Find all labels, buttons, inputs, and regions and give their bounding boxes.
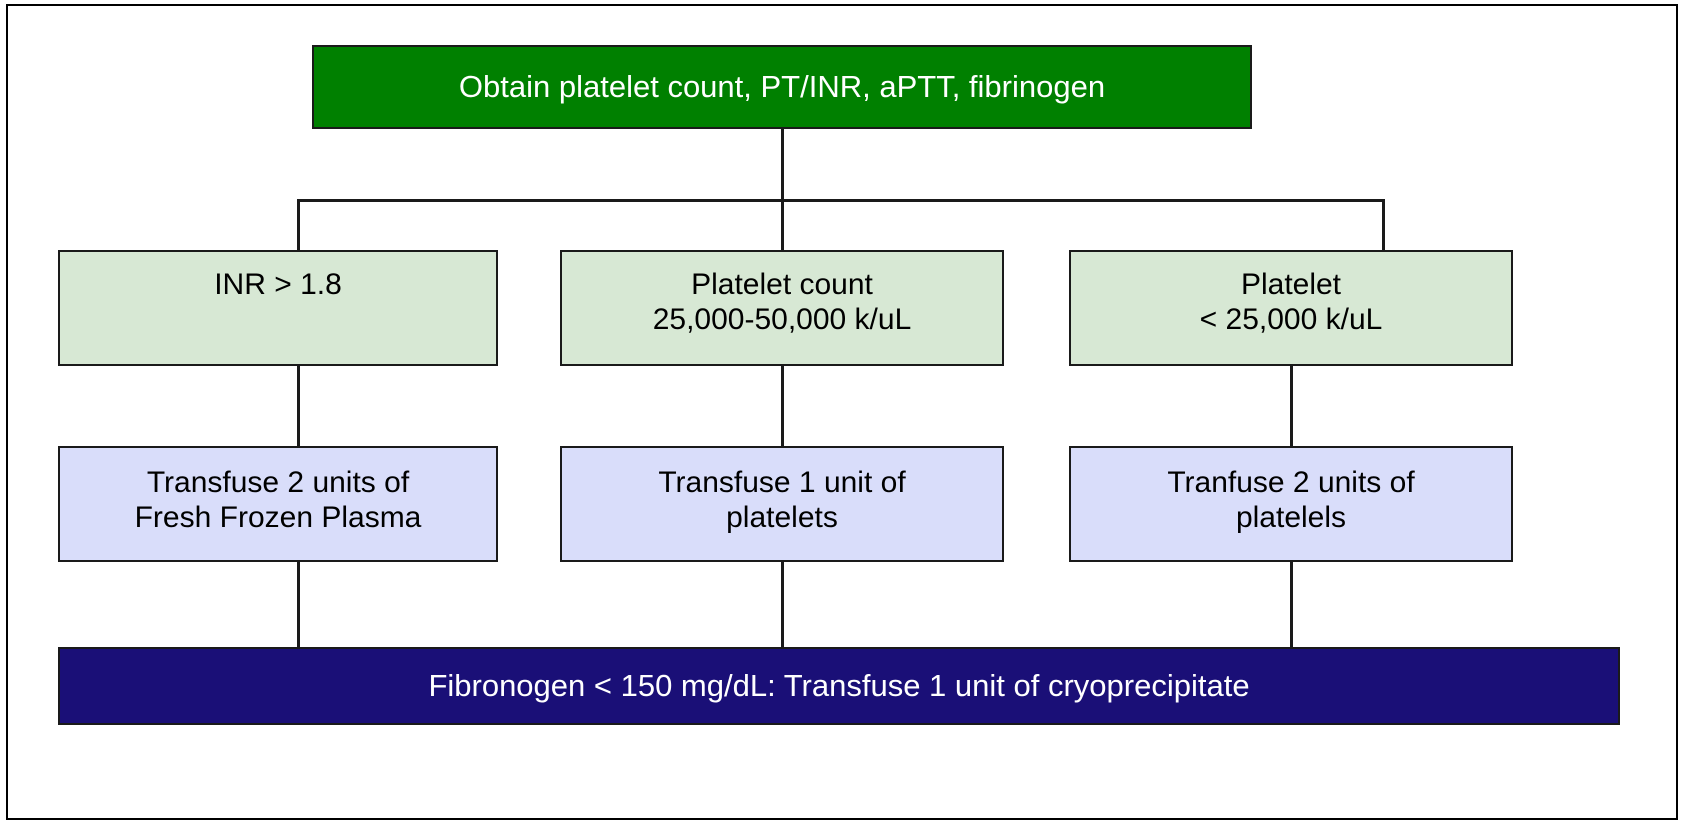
connector-action-3-to-footer xyxy=(1290,562,1293,648)
action-box-3: Tranfuse 2 units of platelels xyxy=(1069,446,1513,562)
action-box-2: Transfuse 1 unit of platelets xyxy=(560,446,1004,562)
header-box: Obtain platelet count, PT/INR, aPTT, fib… xyxy=(312,45,1252,129)
condition-box-3: Platelet < 25,000 k/uL xyxy=(1069,250,1513,366)
condition-box-1: INR > 1.8 xyxy=(58,250,498,366)
connector-action-1-to-footer xyxy=(297,562,300,648)
footer-box: Fibronogen < 150 mg/dL: Transfuse 1 unit… xyxy=(58,647,1620,725)
condition-box-2: Platelet count 25,000-50,000 k/uL xyxy=(560,250,1004,366)
connector-action-2-to-footer xyxy=(781,562,784,648)
connector-header-to-bus xyxy=(781,129,784,201)
action-box-1: Transfuse 2 units of Fresh Frozen Plasma xyxy=(58,446,498,562)
connector-bus-to-condition-2 xyxy=(781,199,784,251)
connector-condition-3-to-action-3 xyxy=(1290,366,1293,447)
connector-condition-1-to-action-1 xyxy=(297,366,300,447)
connector-bus-to-condition-3 xyxy=(1382,199,1385,251)
connector-bus-to-condition-1 xyxy=(297,199,300,251)
connector-condition-2-to-action-2 xyxy=(781,366,784,447)
connector-horizontal-bus xyxy=(297,199,1385,202)
